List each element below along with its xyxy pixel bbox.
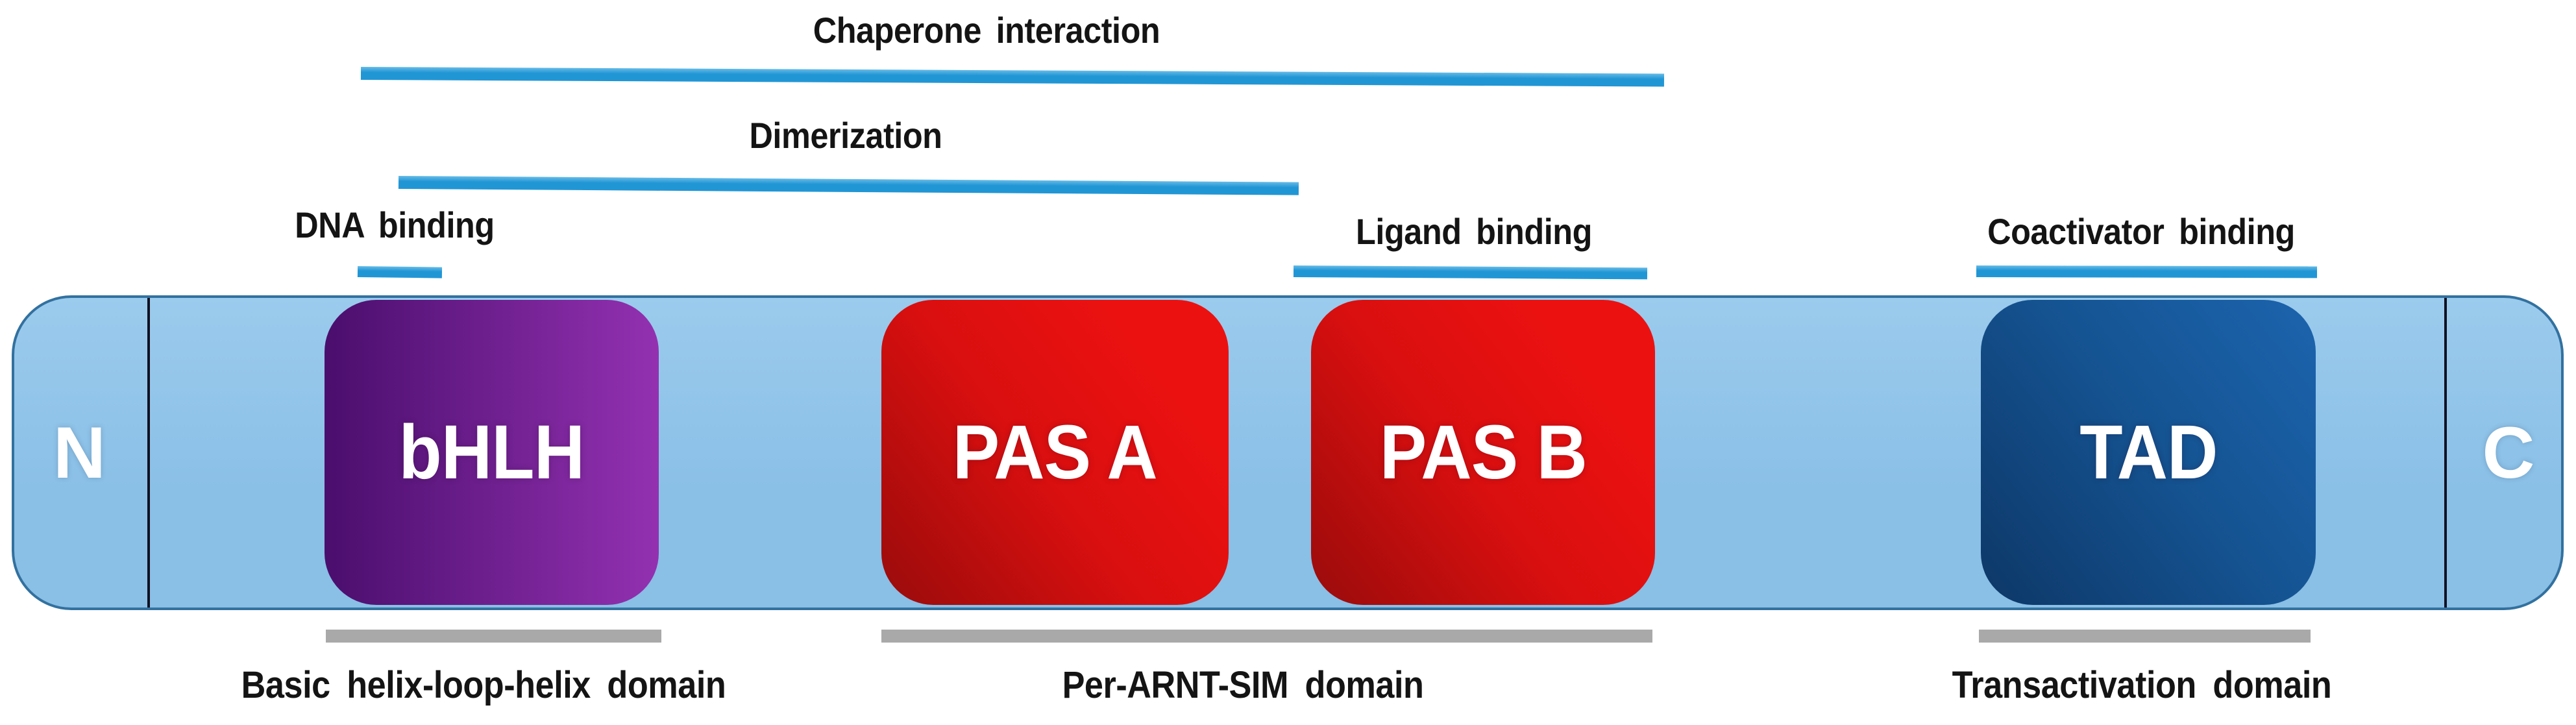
- ligand-binding-label: Ligand binding: [1356, 211, 1592, 252]
- dna-binding-label: DNA binding: [295, 204, 495, 245]
- bhlh-region-underline: [326, 630, 661, 643]
- pas-region-underline: [881, 630, 1652, 643]
- c-terminus-divider: [2444, 298, 2447, 608]
- pas-region-label: Per-ARNT-SIM domain: [1062, 664, 1424, 706]
- dimerization-line: [398, 176, 1299, 195]
- chaperone-interaction-line: [360, 67, 1665, 87]
- tad-region-underline: [1979, 630, 2311, 643]
- ligand-binding-line: [1293, 265, 1648, 280]
- coactivator-binding-label: Coactivator binding: [1987, 211, 2295, 252]
- dna-binding-line: [357, 266, 443, 278]
- pas-a-domain-label: PAS A: [952, 410, 1158, 495]
- pas-b-domain-label: PAS B: [1379, 410, 1587, 495]
- bhlh-domain-label: bHLH: [399, 410, 585, 495]
- n-terminus-label: N: [53, 412, 106, 493]
- tad-region-label: Transactivation domain: [1952, 664, 2332, 706]
- pas-a-domain: PAS A: [881, 300, 1229, 605]
- c-terminus-label: C: [2482, 412, 2535, 493]
- pas-b-domain: PAS B: [1311, 300, 1655, 605]
- dimerization-label: Dimerization: [749, 115, 942, 156]
- tad-domain: TAD: [1981, 300, 2316, 605]
- coactivator-binding-line: [1976, 265, 2318, 278]
- n-terminus-divider: [147, 298, 150, 608]
- chaperone-interaction-label: Chaperone interaction: [813, 10, 1160, 51]
- bhlh-region-label: Basic helix-loop-helix domain: [241, 664, 726, 706]
- tad-domain-label: TAD: [2079, 410, 2218, 495]
- bhlh-domain: bHLH: [325, 300, 659, 605]
